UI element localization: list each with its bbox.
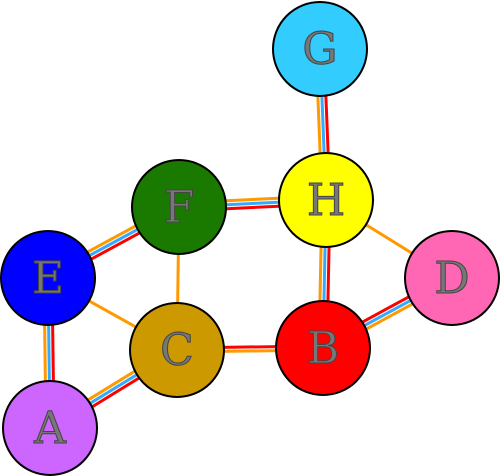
- edge-strand: [224, 204, 282, 211]
- edge-strand: [223, 200, 282, 207]
- edge-F-E: [84, 223, 143, 262]
- node-label: B: [307, 323, 339, 374]
- edge-strand: [320, 93, 326, 156]
- node-label: A: [33, 403, 67, 454]
- edge-G-H: [316, 93, 330, 156]
- node-label: E: [32, 253, 64, 304]
- node-circle: [2, 380, 98, 476]
- edge-strand: [363, 301, 416, 332]
- node-H[interactable]: H: [278, 152, 374, 248]
- node-label: F: [164, 182, 195, 233]
- edge-strand: [47, 322, 51, 384]
- node-A[interactable]: A: [2, 380, 98, 476]
- edge-C-B: [221, 345, 279, 353]
- edge-B-D: [359, 294, 416, 332]
- edge-H-F: [223, 196, 282, 211]
- edge-strand: [223, 196, 281, 203]
- edge-strand: [318, 244, 323, 303]
- edge-strand: [86, 298, 139, 330]
- node-label: G: [302, 24, 337, 75]
- edge-H-B: [318, 244, 331, 304]
- edge-strand: [51, 322, 55, 383]
- edge-strand: [316, 94, 322, 156]
- edge-strand: [43, 323, 47, 384]
- node-C[interactable]: C: [129, 302, 225, 398]
- edge-strand: [84, 223, 139, 255]
- edge-strand: [326, 245, 331, 304]
- node-G[interactable]: G: [272, 1, 368, 97]
- edge-strand: [176, 251, 180, 306]
- node-circle: [275, 300, 371, 396]
- edge-strand: [361, 298, 414, 328]
- node-label: D: [434, 253, 469, 304]
- node-label: C: [160, 325, 194, 376]
- edge-strand: [89, 375, 142, 410]
- edge-E-A: [43, 322, 55, 384]
- node-circle: [404, 230, 500, 326]
- node-B[interactable]: B: [275, 300, 371, 396]
- edges-layer: [43, 93, 416, 410]
- edge-strand: [88, 230, 143, 262]
- edge-strand: [86, 227, 141, 258]
- node-E[interactable]: E: [0, 230, 96, 326]
- edge-strand: [222, 349, 279, 353]
- edge-H-D: [363, 222, 415, 256]
- node-label: H: [307, 175, 345, 226]
- edge-F-C: [176, 251, 180, 306]
- edge-strand: [85, 368, 138, 403]
- node-circle: [272, 1, 368, 97]
- edge-strand: [363, 222, 415, 256]
- edge-strand: [87, 372, 140, 406]
- edge-E-C: [86, 298, 139, 330]
- edge-C-A: [85, 368, 142, 410]
- node-circle: [129, 302, 225, 398]
- edge-strand: [359, 294, 412, 325]
- node-circle: [278, 152, 374, 248]
- node-circle: [0, 230, 96, 326]
- node-F[interactable]: F: [131, 159, 227, 255]
- edge-strand: [324, 93, 330, 155]
- node-D[interactable]: D: [404, 230, 500, 326]
- edge-strand: [322, 244, 327, 304]
- edge-strand: [221, 345, 278, 349]
- node-circle: [131, 159, 227, 255]
